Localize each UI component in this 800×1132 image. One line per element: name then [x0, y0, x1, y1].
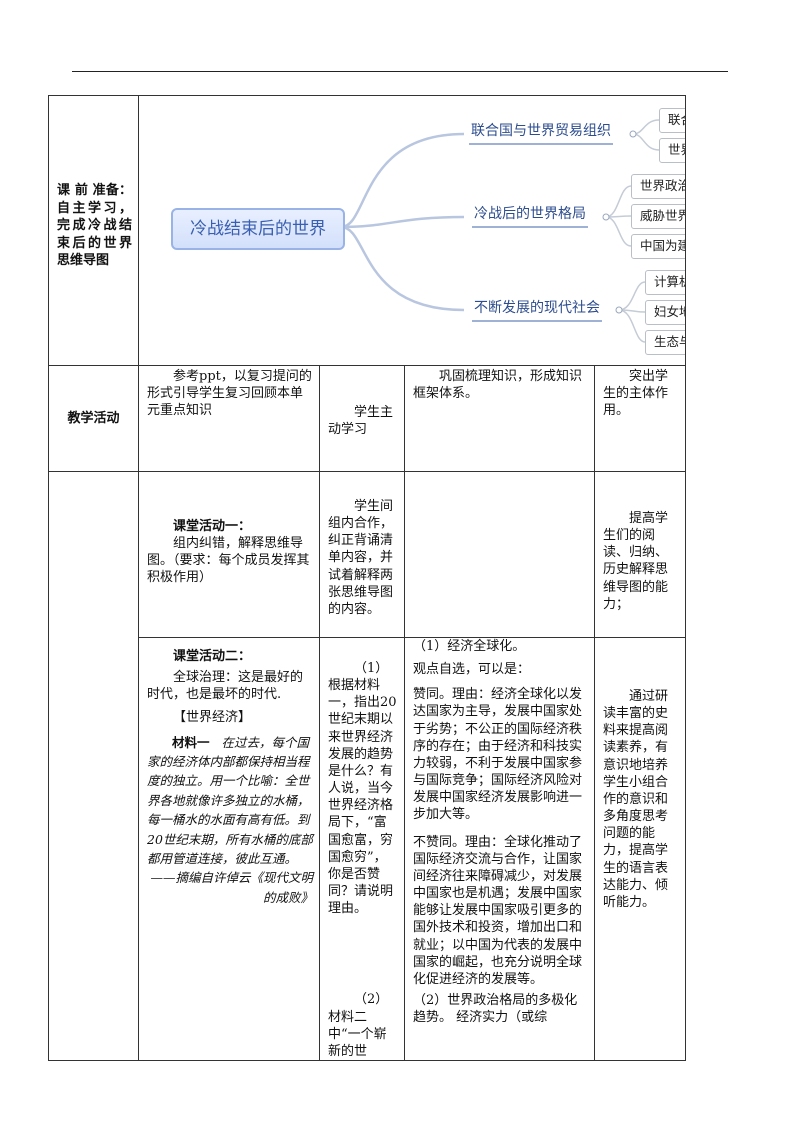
mindmap-node-un: 联合国 — [659, 108, 685, 133]
mindmap-node-china-new-order: 中国为建立新秩序努力 — [631, 234, 685, 259]
act2-material-title: 材料一 — [172, 734, 210, 750]
act2-answer-disagree: 不赞同。理由：全球化推动了国际经济交流与合作，让国家间经济往来障碍减少，对发展中… — [413, 834, 583, 987]
activity-student-text: 学生主动学习 — [328, 405, 394, 438]
act2-student-cell: （1）根据材料一，指出20世纪末期以来世界经济发展的趋势是什么？有人说，当今世界… — [319, 637, 405, 1061]
act1-intent-cell: 提高学生们的阅读、归纳、历史解释思维导图的能力； — [594, 471, 686, 638]
act2-intent-text: 通过研读丰富的史料来提高阅读素养，有意识地培养学生小组合作的意识和多角度思考问题… — [603, 689, 669, 910]
activity-content-cell: 巩固梳理知识，形成知识框架体系。 — [404, 365, 595, 472]
mindmap-node-multipolar: 世界政治格局朝着多极化 — [631, 174, 685, 199]
act2-teacher-cell: 课堂活动二： 全球治理：这是最好的时代，也是最坏的时代. 【世界经济】 材料一 … — [138, 637, 320, 1061]
blank-label-cell — [48, 471, 139, 1061]
act1-text: 组内纠错，解释思维导图。（要求：每个成员发挥其积极作用） — [147, 536, 310, 586]
mindmap-cell: 冷战结束后的世界 联合国与世界贸易组织 冷战后的世界格局 不断发展的现代社会 联… — [138, 95, 686, 366]
act2-question2: （2）材料二中“一个崭新的世 — [328, 992, 389, 1059]
mindmap-node-women-status: 妇女地位提高 — [645, 300, 685, 325]
activity-teacher-cell: 参考ppt，以复习提问的形式引导学生复习回顾本单元重点知识 — [138, 365, 320, 472]
activity-label-cell: 教学活动 — [48, 365, 139, 472]
act1-teacher-cell: 课堂活动一： 组内纠错，解释思维导图。（要求：每个成员发挥其积极作用） — [138, 471, 320, 638]
act2-answer-open: 观点自选，可以是： — [413, 662, 531, 678]
lesson-plan-table: 课 前 准备：自主学习，完成冷战结束后的世界思维导图 — [48, 95, 686, 1061]
mindmap-node-ecology-population: 生态与人口问题 — [645, 330, 685, 355]
act2-section: 【世界经济】 — [173, 710, 252, 726]
act1-student-text: 学生间组内合作，纠正背诵清单内容，并试着解释两张思维导图的内容。 — [328, 499, 394, 617]
mindmap-branch-un-wto: 联合国与世界贸易组织 — [469, 122, 613, 146]
activity-content-text: 巩固梳理知识，形成知识框架体系。 — [413, 369, 583, 402]
prep-label-cell: 课 前 准备：自主学习，完成冷战结束后的世界思维导图 — [48, 95, 139, 366]
activity-student-cell: 学生主动学习 — [319, 365, 405, 472]
act2-intro: 全球治理：这是最好的时代，也是最坏的时代. — [147, 670, 304, 703]
activity-intent-text: 突出学生的主体作用。 — [603, 369, 669, 419]
activity-label: 教学活动 — [67, 410, 120, 426]
mindmap-branch-world-order: 冷战后的世界格局 — [472, 205, 588, 229]
act2-content-cell: （1）经济全球化。 观点自选，可以是： 赞同。理由：经济全球化以发达国家为主导，… — [404, 637, 595, 1061]
act2-question1: （1）根据材料一，指出20世纪末期以来世界经济发展的趋势是什么？有人说，当今世界… — [328, 661, 397, 917]
mindmap-node-wto: 世界贸易组织 — [659, 138, 685, 163]
act1-title: 课堂活动一： — [173, 519, 252, 534]
prep-label: 课 前 准备：自主学习，完成冷战结束后的世界思维导图 — [57, 183, 132, 269]
act1-intent-text: 提高学生们的阅读、归纳、历史解释思维导图的能力； — [603, 511, 669, 612]
act2-answer-title: （1）经济全球化。 — [413, 639, 526, 654]
act1-student-cell: 学生间组内合作，纠正背诵清单内容，并试着解释两张思维导图的内容。 — [319, 471, 405, 638]
activity-teacher-text: 参考ppt，以复习提问的形式引导学生复习回顾本单元重点知识 — [147, 369, 312, 419]
header-rule — [72, 71, 728, 72]
act2-answer-agree: 赞同。理由：经济全球化以发达国家为主导，发展中国家处于劣势；不公正的国际经济秩序… — [413, 687, 583, 823]
act2-source: ——摘编自许倬云《现代文明的成败》 — [150, 870, 313, 905]
activity-intent-cell: 突出学生的主体作用。 — [594, 365, 686, 472]
act1-content-cell — [404, 471, 595, 638]
act2-intent-cell: 通过研读丰富的史料来提高阅读素养，有意识地培养学生小组合作的意识和多角度思考问题… — [594, 637, 686, 1061]
act2-answer-2: （2）世界政治格局的多极化趋势。 经济实力（或综 — [413, 992, 578, 1026]
act2-title: 课堂活动二： — [173, 649, 252, 664]
mindmap-node-internet-life: 计算机网络与现代生活 — [645, 270, 685, 295]
mindmap-branch-modern-society: 不断发展的现代社会 — [472, 299, 602, 323]
mindmap-node-security-threats: 威胁世界安全的因素 — [631, 204, 685, 229]
act2-material-text: 在过去，每个国家的经济体内部都保持相当程度的独立。用一个比喻：全世界各地就像许多… — [147, 734, 313, 866]
mindmap-root: 冷战结束后的世界 — [171, 208, 345, 250]
